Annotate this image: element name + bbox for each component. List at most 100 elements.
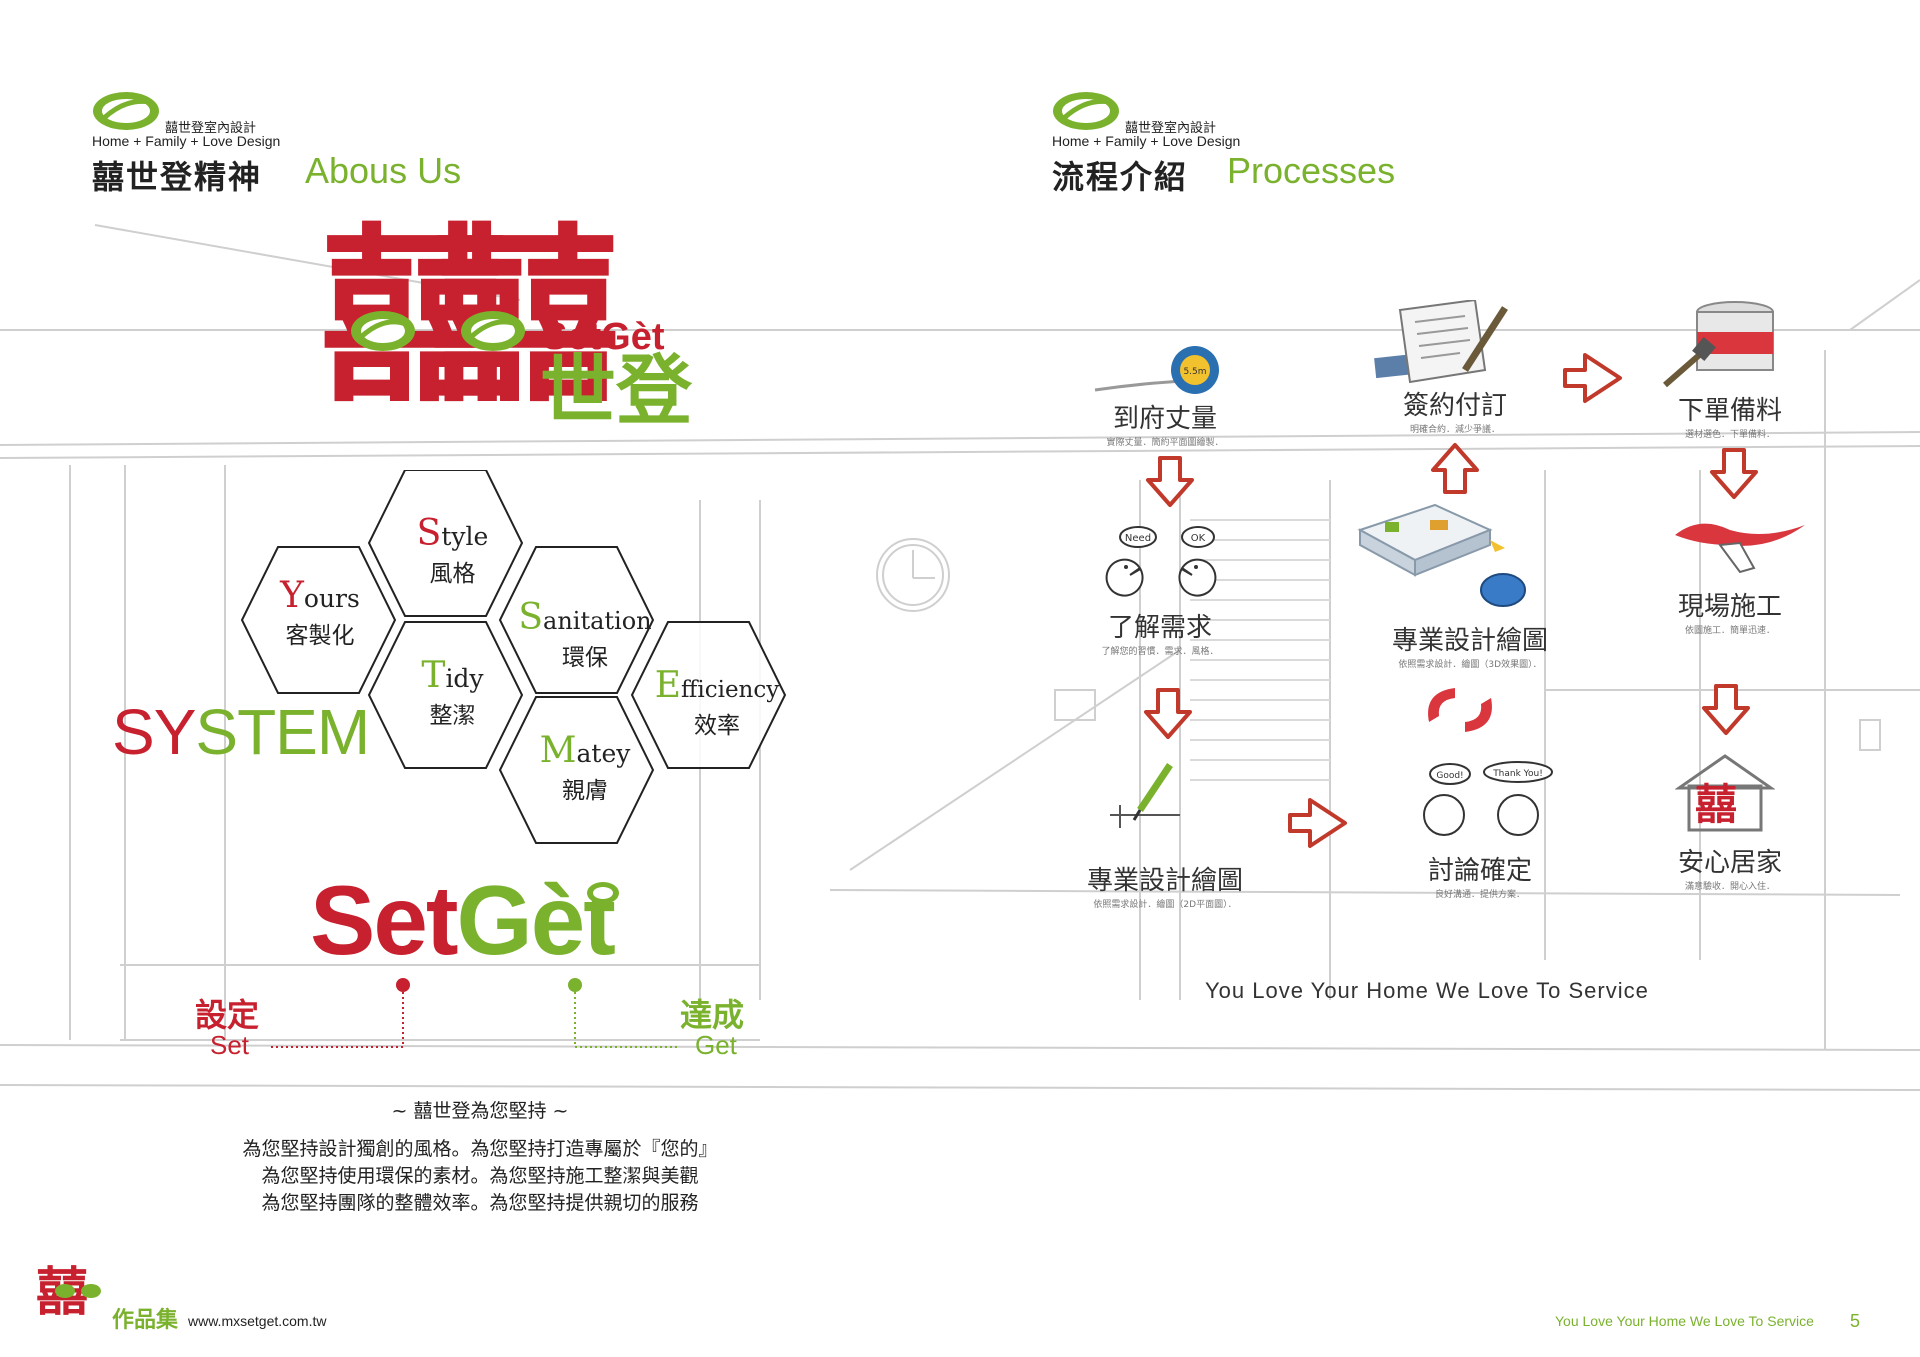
hex-matey-cn: 親膚 [562, 778, 608, 804]
step-subtitle: 選材選色．下單備料． [1684, 430, 1775, 440]
step-title: 到府丈量 [1112, 404, 1217, 434]
setget-wordmark: SetGèt [310, 870, 616, 970]
hexagon-style [367, 470, 524, 617]
section-title-cn: 囍世登精神 [92, 158, 263, 196]
service-slogan: You Love Your Home We Love To Service [1205, 978, 1649, 1003]
contract-pen-icon [1374, 300, 1508, 384]
step-title: 安心居家 [1677, 848, 1782, 878]
step-construction: 現場施工 依圖施工．簡單迅速． [1635, 586, 1825, 636]
logo-shideng: 世登 [540, 346, 692, 435]
set-label-cn: 設定 [195, 996, 260, 1034]
hex-yours-word: ours [303, 584, 360, 613]
step-title: 現場施工 [1677, 592, 1782, 622]
step-understand-needs: 了解需求 了解您的習慣．需求．風格． [1065, 607, 1255, 657]
hexagon-matey [498, 696, 655, 844]
hex-efficiency-cn: 效率 [694, 713, 740, 739]
section-title-cn: 流程介紹 [1052, 158, 1189, 196]
hex-style-initial: S [416, 513, 442, 554]
brand-tagline: Home + Family + Love Design [92, 133, 281, 149]
wordmark-set: Set [310, 865, 459, 975]
step-subtitle: 了解您的習慣．需求．風格． [1101, 647, 1219, 657]
house-icon [1675, 754, 1775, 832]
step-title: 專業設計繪圖 [1391, 626, 1548, 656]
3d-model-mouse-icon [1357, 503, 1526, 607]
agreement-characters-icon: Good! Thank You! [1423, 761, 1553, 836]
hexagon-tidy [367, 621, 524, 769]
setget-connector-lines [270, 978, 680, 1048]
pencil-drawing-icon [1110, 763, 1180, 828]
step-design-2d: 專業設計繪圖 依照需求設計．繪圖（2D平面圖）． [1055, 860, 1275, 910]
intro-heading: ~ 囍世登為您堅持 ~ [391, 1100, 569, 1122]
step-subtitle: 明確合約．減少爭議． [1409, 425, 1500, 435]
arrow-down-4 [1702, 684, 1750, 735]
step-design-3d: 專業設計繪圖 依照需求設計．繪圖（3D效果圖）． [1355, 620, 1585, 670]
hex-tidy-initial: T [421, 655, 446, 696]
step-title: 討論確定 [1427, 856, 1532, 886]
hex-sanitation-word: anitation [543, 607, 652, 635]
bubble-ok: OK [1191, 533, 1206, 544]
hexagon-sanitation [498, 546, 655, 694]
section-title-en: Processes [1227, 150, 1396, 191]
step-title: 專業設計繪圖 [1086, 866, 1243, 896]
step-sign-contract: 簽約付訂 明確合約．減少爭議． [1360, 385, 1550, 435]
discussion-characters-icon: Need OK [1105, 526, 1217, 597]
footer-portfolio-label: 作品集 [112, 1308, 179, 1333]
hex-efficiency-word: fficiency [681, 677, 780, 703]
logo-xi-char-2: 囍 [430, 205, 621, 428]
step-move-in: 安心居家 滿意驗收．開心入住． [1635, 842, 1825, 892]
hex-sanitation-text: Sanitation 環保 [500, 597, 670, 672]
section-title-en: Abous Us [305, 150, 462, 191]
step-measure: 到府丈量 實際丈量．簡約平面圖繪製． [1070, 398, 1260, 448]
hex-matey-initial: M [539, 730, 577, 771]
step-subtitle: 實際丈量．簡約平面圖繪製． [1106, 438, 1224, 448]
logo-setget-small: SetGèt [542, 316, 665, 358]
step-subtitle: 依照需求設計．繪圖（3D效果圖）． [1398, 660, 1542, 670]
system-hexagon-grid [240, 470, 787, 844]
arrow-up-1 [1431, 443, 1479, 494]
step-subtitle: 依圖施工．簡單迅速． [1684, 626, 1775, 636]
leaf-icon [587, 882, 619, 904]
hexagon-yours [240, 546, 397, 694]
paint-bucket-icon [1663, 301, 1774, 388]
arrow-right-1 [1288, 798, 1347, 848]
hex-sanitation-initial: S [518, 597, 544, 638]
step-title: 了解需求 [1107, 613, 1212, 643]
system-label-stem: STEM [195, 696, 370, 768]
bubble-good: Good! [1436, 771, 1463, 781]
leaf-icon [461, 311, 525, 351]
arrow-down-3 [1710, 448, 1758, 499]
intro-line-3: 為您堅持團隊的整體效率。為您堅持提供親切的服務 [261, 1192, 699, 1214]
hex-style-cn: 風格 [429, 561, 476, 587]
hex-style-word: tyle [441, 522, 489, 551]
hexagon-efficiency [630, 621, 787, 769]
step-subtitle: 依照需求設計．繪圖（2D平面圖）． [1093, 900, 1237, 910]
footer-slogan: You Love Your Home We Love To Service [1555, 1313, 1814, 1329]
get-label-cn: 達成 [680, 996, 745, 1034]
hex-matey-word: atey [576, 739, 631, 768]
set-label-en: Set [210, 1030, 250, 1060]
brand-small-name: 囍世登室內設計 [165, 121, 257, 136]
leaf-logo-icon [1053, 92, 1119, 130]
step-title: 簽約付訂 [1402, 391, 1507, 421]
hex-matey-text: Matey 親膚 [500, 730, 670, 805]
footer-url[interactable]: www.mxsetget.com.tw [188, 1313, 327, 1329]
setget-big-logo: 囍 囍 SetGèt 世登 [320, 205, 760, 442]
tape-label: 5.5m [1183, 367, 1206, 377]
wordmark-get: Gèt [456, 865, 616, 975]
get-label-en: Get [695, 1030, 737, 1060]
leaf-icon [55, 1284, 101, 1298]
page-number: 5 [1850, 1311, 1861, 1331]
step-discuss-confirm: 討論確定 良好溝通．提供方案． [1385, 850, 1575, 900]
arrow-right-2 [1563, 353, 1622, 403]
arrow-down-2 [1144, 688, 1192, 739]
hex-yours-text: Yours 客製化 [240, 575, 400, 650]
work-hand-tool-icon [1675, 523, 1805, 574]
hex-tidy-word: idy [445, 664, 484, 693]
step-subtitle: 滿意驗收．開心入住． [1684, 882, 1775, 892]
hex-yours-cn: 客製化 [285, 623, 355, 649]
hex-tidy-text: Tidy 整潔 [370, 655, 535, 730]
step-order-materials: 下單備料 選材選色．下單備料． [1635, 390, 1825, 440]
system-label: SYSTEM [112, 695, 370, 769]
